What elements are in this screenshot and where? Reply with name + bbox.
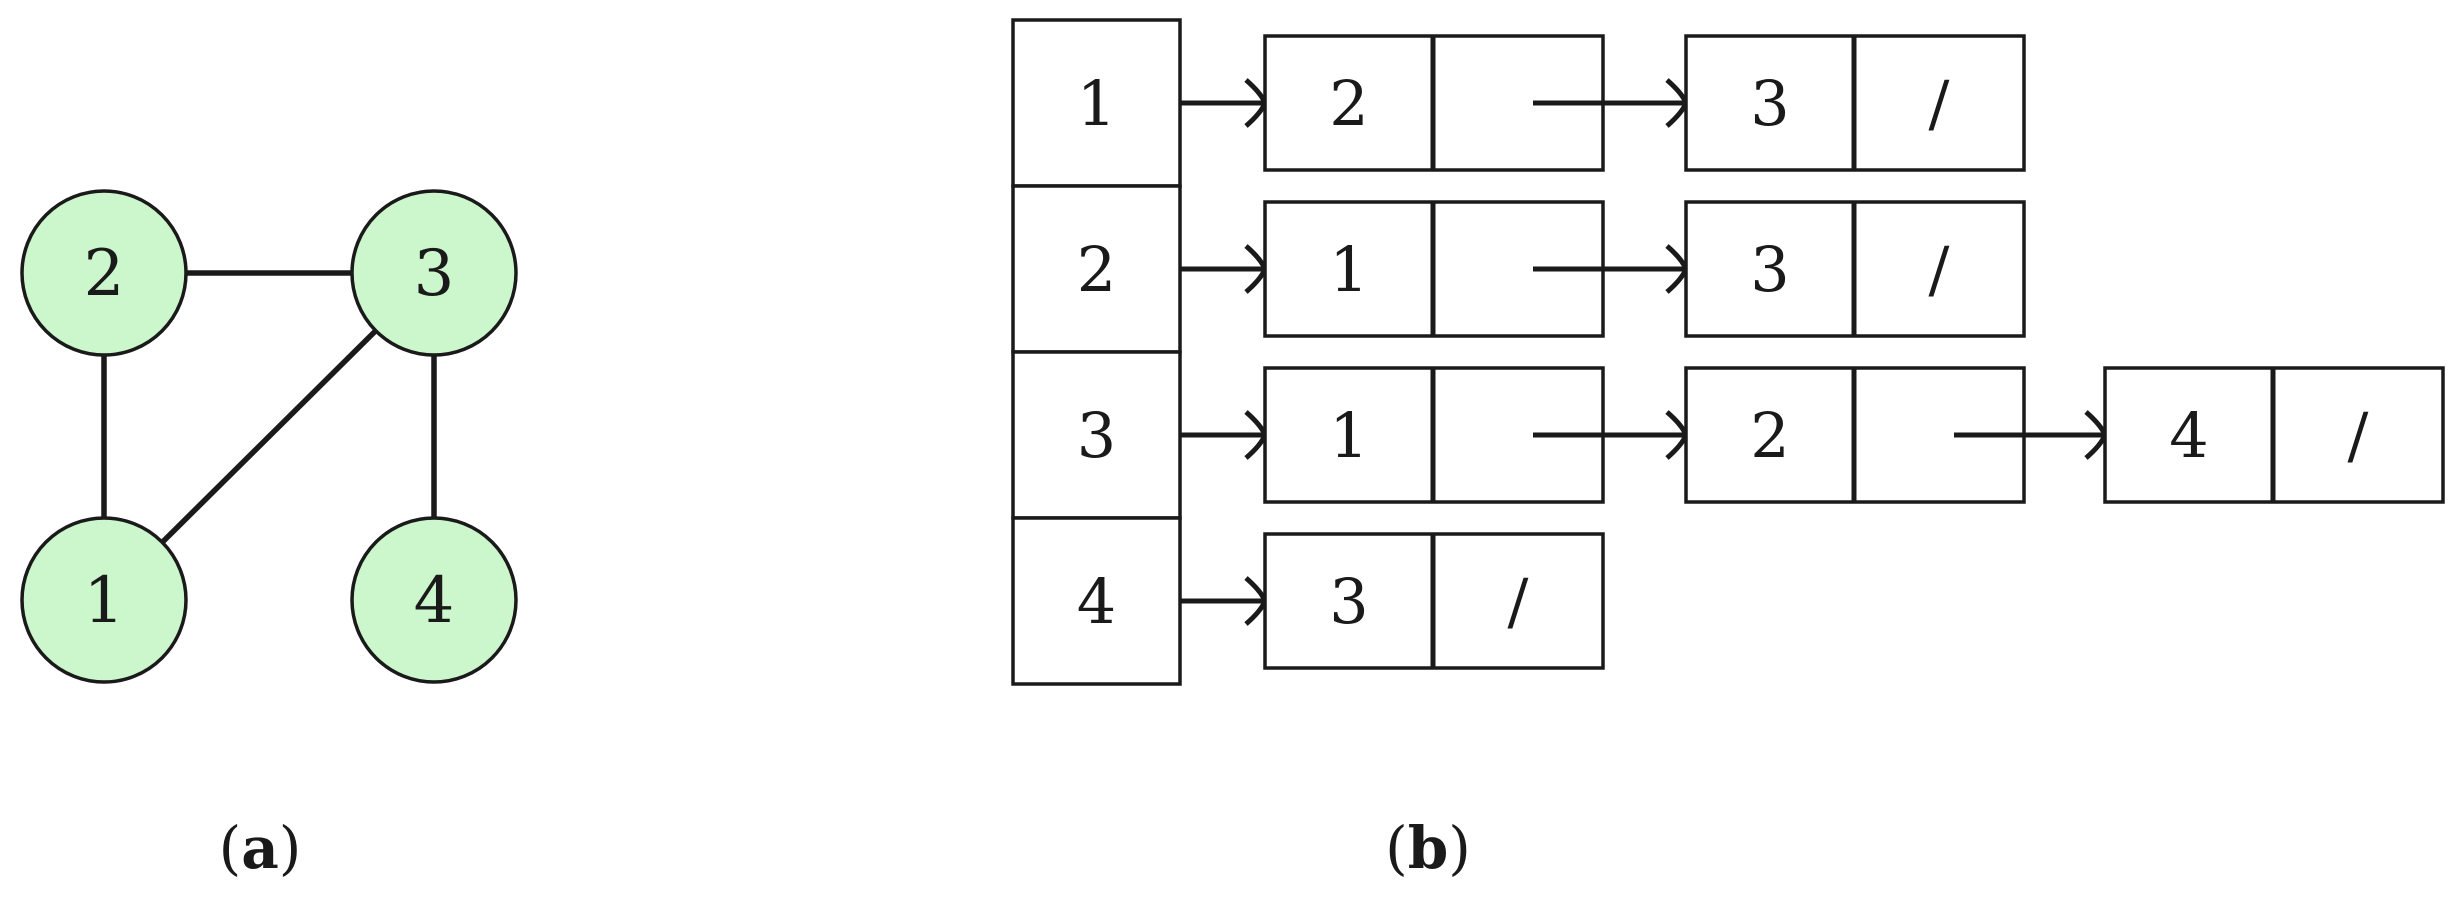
head-pointer-arrow (1180, 244, 1268, 294)
vertex-label: 4 (1077, 565, 1116, 638)
list-node: 2 (1263, 34, 1689, 172)
list-node: 1 (1263, 200, 1689, 338)
list-node-value: 2 (1329, 67, 1368, 140)
list-node: 4/ (2103, 366, 2445, 504)
null-pointer-marker: / (1508, 565, 1529, 638)
vertex-array-cell (1011, 350, 1182, 520)
node-label: 4 (414, 564, 455, 638)
list-node: 3/ (1684, 200, 2026, 338)
edge-3-1 (160, 328, 378, 545)
graph-node-2: 2 (20, 189, 188, 357)
list-node: 3/ (1263, 532, 1605, 670)
node-circle (20, 189, 188, 357)
list-node-value: 3 (1750, 233, 1789, 306)
vertex-label: 3 (1077, 399, 1116, 472)
node-label: 1 (84, 564, 125, 638)
graph-node-4: 4 (350, 516, 518, 684)
graph-node-3: 3 (350, 189, 518, 357)
list-node-value: 3 (1329, 565, 1368, 638)
vertex-label: 2 (1077, 233, 1116, 306)
head-pointer-arrow (1180, 78, 1268, 128)
null-pointer-marker: / (1929, 233, 1950, 306)
node-label: 3 (414, 237, 455, 311)
list-node: 3/ (1684, 34, 2026, 172)
head-pointer-arrow (1180, 410, 1268, 460)
list-node-value: 3 (1750, 67, 1789, 140)
list-node: 1 (1263, 366, 1689, 504)
list-node-value: 1 (1329, 233, 1368, 306)
graph-node-1: 1 (20, 516, 188, 684)
vertex-array-cell (1011, 516, 1182, 686)
graph-panel: 1 2 3 4 (20, 189, 518, 684)
node-circle (350, 516, 518, 684)
vertex-array-cell (1011, 184, 1182, 354)
caption-a: (a) (219, 814, 302, 882)
list-node: 2 (1684, 366, 2108, 504)
list-node-value: 1 (1329, 399, 1368, 472)
node-label: 2 (84, 237, 125, 311)
list-node-value: 2 (1750, 399, 1789, 472)
null-pointer-marker: / (2348, 399, 2369, 472)
list-node-value: 4 (2169, 399, 2208, 472)
caption-b: (b) (1385, 814, 1471, 882)
null-pointer-marker: / (1929, 67, 1950, 140)
node-circle (350, 189, 518, 357)
node-circle (20, 516, 188, 684)
vertex-array-cell (1011, 18, 1182, 188)
head-pointer-arrow (1180, 576, 1268, 626)
vertex-label: 1 (1077, 67, 1116, 140)
